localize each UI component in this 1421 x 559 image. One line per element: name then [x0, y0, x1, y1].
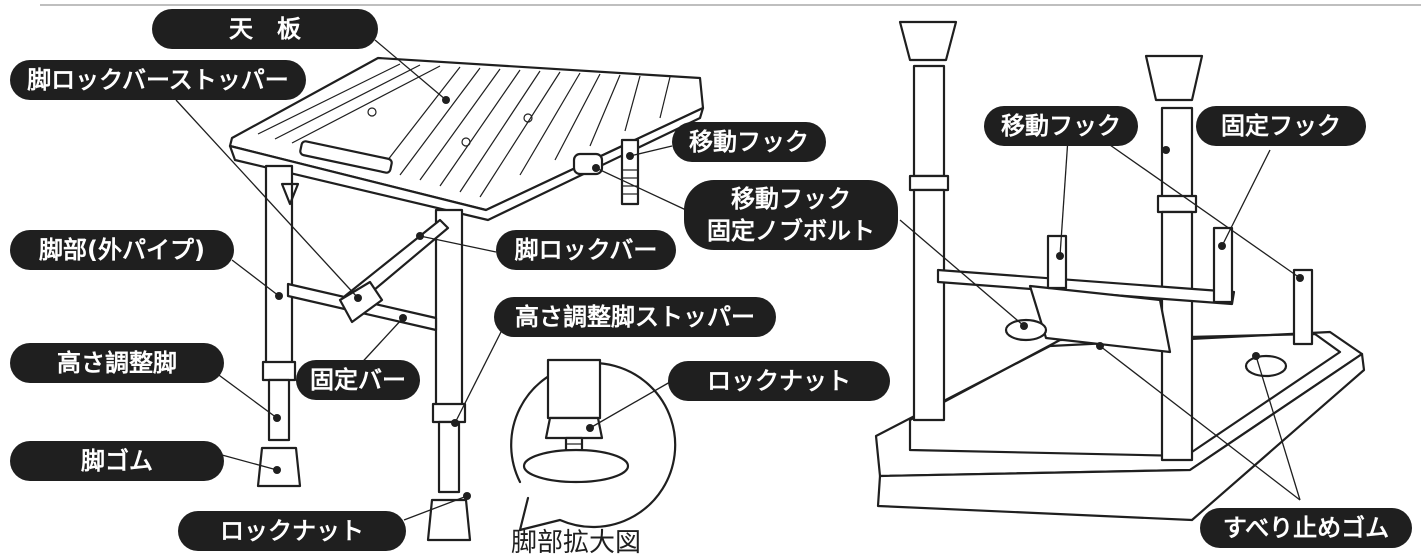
inv-rubber-foot — [1244, 354, 1288, 378]
leader-lines — [175, 39, 1301, 521]
label-moving-hook-left: 移動フック — [672, 122, 826, 162]
label-lock-nut-bottom: ロックナット — [178, 511, 406, 551]
tabletop-hole — [367, 107, 377, 117]
left-leg-collar — [261, 360, 297, 382]
label-moving-hook-bolt-line1: 移動フック — [731, 185, 851, 213]
zoom-lock-nut — [544, 416, 604, 440]
zoom-detail — [510, 358, 677, 532]
right-leg-rubber — [426, 498, 472, 542]
inv-knob — [1004, 318, 1048, 342]
tabletop-hole — [523, 113, 533, 123]
label-moving-hook-bolt-line2: 固定ノブボルト — [707, 217, 875, 245]
inv-leg-left-inner — [912, 64, 946, 178]
inv-moving-hook — [1046, 234, 1068, 290]
inv-leg-left-pipe — [912, 188, 946, 422]
label-moving-hook-right: 移動フック — [984, 106, 1138, 146]
label-anti-slip-rubber: すべり止めゴム — [1200, 508, 1412, 548]
right-leg-inner — [437, 420, 461, 494]
zoom-pipe — [546, 358, 602, 420]
label-fixed-bar: 固定バー — [296, 360, 420, 400]
inv-lock-bar — [1028, 284, 1172, 354]
label-fixed-hook: 固定フック — [1196, 106, 1366, 146]
zoom-rubber-top — [522, 448, 630, 484]
label-height-adjust-leg-stopper: 高さ調整脚ストッパー — [494, 297, 776, 337]
zoom-caption: 脚部拡大図 — [511, 528, 642, 558]
left-leg-pipe — [264, 164, 294, 368]
label-moving-hook-bolt: 移動フック 固定ノブボルト — [684, 180, 898, 250]
right-leg-pipe — [434, 208, 464, 410]
tabletop-handle — [299, 140, 393, 174]
inv-leg-left-rubber — [898, 20, 958, 62]
label-leg-lock-bar-stopper: 脚ロックバーストッパー — [10, 60, 306, 100]
inv-fixed-hook — [1212, 226, 1234, 304]
tabletop-bracket — [280, 182, 300, 206]
label-tabletop: 天 板 — [152, 9, 378, 49]
label-leg-lock-bar: 脚ロックバー — [496, 230, 676, 270]
tabletop-grooves — [257, 63, 671, 198]
label-height-adjust-leg: 高さ調整脚 — [10, 343, 224, 383]
left-leg-inner — [267, 378, 291, 442]
upright-table — [228, 56, 705, 542]
tabletop-hole — [461, 137, 471, 147]
inverted-tabletop-edge — [876, 352, 1366, 522]
inv-fixed-bar — [936, 268, 1236, 306]
inv-leg-right-rubber — [1144, 54, 1204, 102]
leg-lock-bar-stopper — [338, 280, 384, 324]
inv-moving-hook-2 — [1292, 268, 1314, 346]
label-leg-rubber: 脚ゴム — [10, 441, 224, 481]
tabletop-edge — [228, 106, 705, 222]
label-leg-outer-pipe: 脚部(外パイプ) — [10, 230, 234, 270]
inverted-table — [874, 20, 1366, 522]
label-lock-nut-zoom: ロックナット — [668, 361, 890, 401]
